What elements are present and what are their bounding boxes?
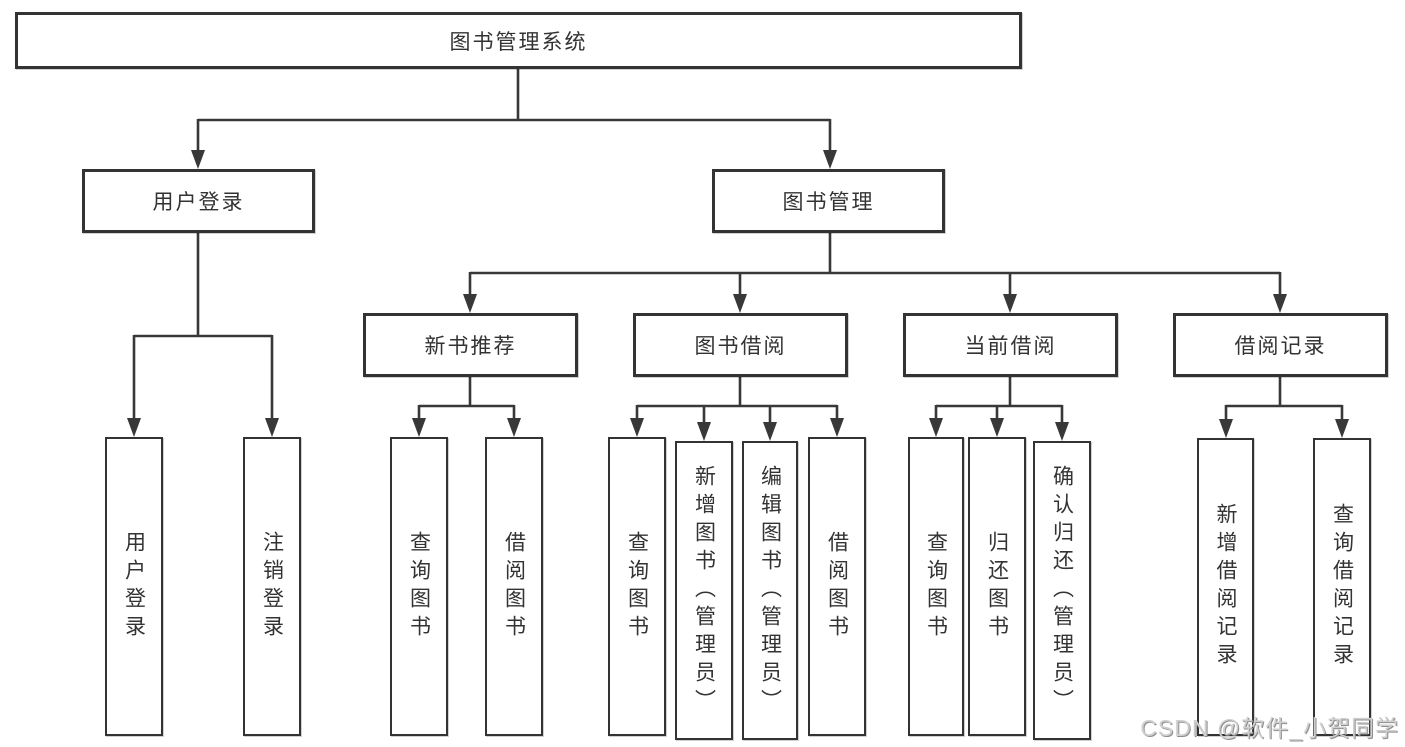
- leaf-label: 查询图书: [924, 530, 948, 643]
- leaf-label: 确认归还（管理员）: [1050, 464, 1074, 717]
- leaf-label: 查询图书: [625, 530, 649, 643]
- leaf-label: 归还图书: [985, 530, 1009, 643]
- node-book-borrow: 图书借阅: [633, 313, 848, 377]
- leaf-current-query: 查询图书: [908, 437, 964, 736]
- leaf-logout: 注销登录: [243, 437, 301, 736]
- leaf-label: 查询图书: [407, 530, 431, 643]
- node-user-login: 用户登录: [82, 169, 315, 233]
- leaf-record-query: 查询借阅记录: [1313, 438, 1371, 736]
- leaf-label: 编辑图书（管理员）: [758, 464, 782, 717]
- leaf-borrow-book: 借阅图书: [808, 437, 866, 736]
- node-current-borrow: 当前借阅: [903, 313, 1118, 377]
- leaf-current-return: 归还图书: [968, 437, 1026, 736]
- leaf-current-confirm-admin: 确认归还（管理员）: [1033, 441, 1091, 740]
- leaf-label: 借阅图书: [825, 530, 849, 643]
- leaf-label: 新增图书（管理员）: [692, 464, 716, 717]
- leaf-label: 借阅图书: [502, 530, 526, 643]
- leaf-user-login: 用户登录: [105, 437, 163, 736]
- leaf-label: 注销登录: [260, 530, 284, 643]
- node-book-management: 图书管理: [712, 169, 945, 233]
- leaf-label: 用户登录: [122, 530, 146, 643]
- node-new-book-recommend: 新书推荐: [363, 313, 578, 377]
- leaf-newbook-borrow: 借阅图书: [485, 437, 543, 736]
- leaf-borrow-edit-admin: 编辑图书（管理员）: [742, 441, 798, 740]
- leaf-record-add: 新增借阅记录: [1197, 438, 1254, 736]
- leaf-borrow-add-admin: 新增图书（管理员）: [675, 441, 733, 740]
- leaf-newbook-query: 查询图书: [390, 437, 448, 736]
- leaf-label: 查询借阅记录: [1330, 503, 1354, 671]
- node-borrow-records: 借阅记录: [1173, 313, 1388, 377]
- leaf-borrow-query: 查询图书: [608, 437, 666, 736]
- node-root: 图书管理系统: [15, 12, 1022, 69]
- arrowheads: [127, 150, 1349, 441]
- leaf-label: 新增借阅记录: [1214, 503, 1237, 671]
